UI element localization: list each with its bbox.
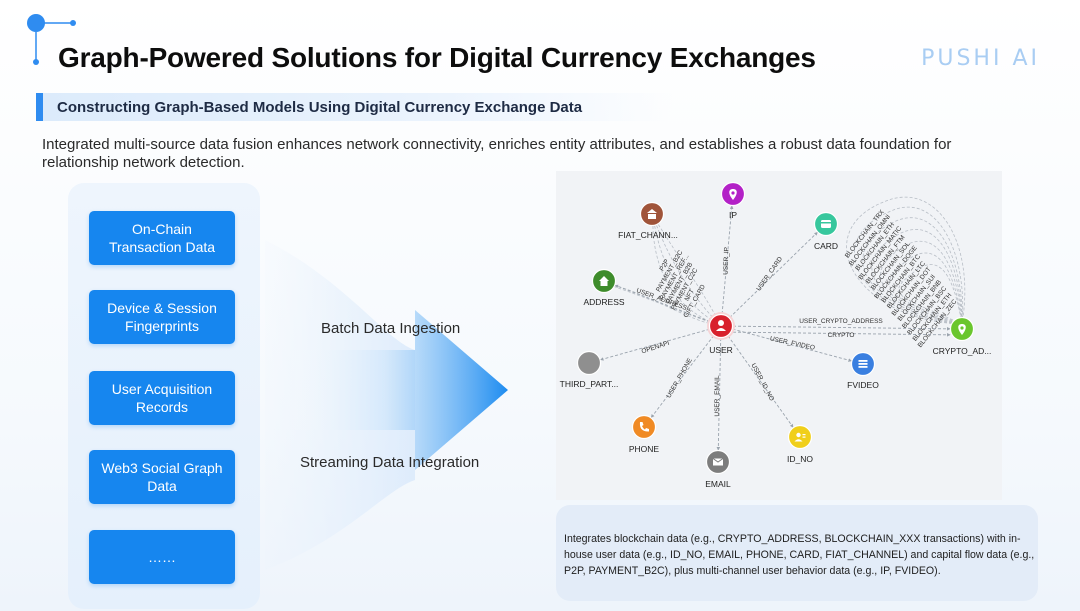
edge-label: USER_ID_NO (749, 362, 775, 402)
graph-nodes: USER IP FIAT_CHANN... CARD ADDRESS CRYPTO_AD.… (560, 181, 992, 490)
source-more: …… (89, 530, 235, 584)
graph-edge (650, 335, 715, 418)
edge-label: USER_IP (723, 247, 731, 275)
graph-edge (732, 325, 951, 331)
node-label: FVIDEO (847, 380, 879, 390)
source-label: Device & Session Fingerprints (107, 300, 217, 334)
graph-node-crypto[interactable]: CRYPTO_AD... (933, 316, 992, 357)
home-icon (599, 276, 609, 286)
graph-edge (721, 205, 734, 315)
graph-node-fiat[interactable]: FIAT_CHANN... (618, 201, 678, 241)
source-onchain-transactions: On-Chain Transaction Data (89, 211, 235, 265)
blockchain-edge-labels: BLOCKCHAIN_TRXBLOCKCHAIN_OMNIBLOCKCHAIN_… (844, 208, 959, 349)
graph-edge (599, 328, 710, 361)
node-label: CARD (814, 241, 838, 251)
graph-node-address[interactable]: ADDRESS (583, 268, 625, 308)
node-label: THIRD_PART... (560, 379, 619, 389)
callout-box: Integrates blockchain data (e.g., CRYPTO… (556, 505, 1038, 601)
logo-decoration-icon (27, 14, 76, 65)
bank-icon (647, 209, 657, 219)
brand-logo: PUSHI AI (921, 46, 1040, 71)
edge-label: USER_CRYPTO_ADDRESS (799, 318, 883, 325)
graph-node-ip[interactable]: IP (720, 181, 746, 221)
node-label: USER (709, 345, 733, 355)
list-icon (858, 360, 868, 368)
node-label: CRYPTO_AD... (933, 346, 992, 356)
graph-node-fvideo[interactable]: FVIDEO (847, 351, 879, 391)
node-circle (631, 414, 657, 440)
source-label: User Acquisition Records (111, 381, 213, 415)
graph-edge (716, 337, 722, 451)
crypto-pin-icon (958, 324, 966, 335)
location-pin-icon (729, 189, 737, 200)
source-label: …… (148, 549, 176, 565)
edge-label: USER_CARD (755, 255, 784, 292)
edge-label: USER_FVIDEO (769, 335, 815, 351)
page-title: Graph-Powered Solutions for Digital Curr… (58, 42, 816, 73)
description-text: Integrated multi-source data fusion enha… (42, 136, 952, 171)
edge-label: OPENAPI (641, 340, 671, 356)
edge-label: USER_EMAIL (714, 375, 721, 417)
graph-edge (614, 284, 710, 323)
graph-edge (732, 328, 852, 362)
source-web3-social-graph: Web3 Social Graph Data (89, 450, 235, 504)
batch-ingestion-label: Batch Data Ingestion (321, 320, 461, 337)
streaming-integration-label: Streaming Data Integration (300, 454, 480, 471)
graph-node-phone[interactable]: PHONE (629, 414, 660, 455)
graph-node-email[interactable]: EMAIL (705, 449, 731, 490)
node-label: EMAIL (705, 479, 731, 489)
flow-arrow-icon (265, 240, 508, 570)
graph-node-card[interactable]: CARD (813, 211, 839, 252)
node-label: IP (729, 210, 737, 220)
graph-edge (729, 231, 818, 318)
blockchain-loop-bundle (846, 196, 966, 325)
graph-edge (727, 335, 794, 428)
node-circle (787, 424, 813, 450)
edge-label: CRYPTO (828, 332, 855, 339)
node-circle (576, 350, 602, 376)
edge-label: USER_PHONE (665, 357, 694, 400)
node-label: FIAT_CHANN... (618, 230, 678, 240)
section-title: Constructing Graph-Based Models Using Di… (57, 99, 583, 116)
node-label: PHONE (629, 444, 660, 454)
source-user-acquisition: User Acquisition Records (89, 371, 235, 425)
graph-node-user[interactable]: USER (707, 312, 735, 355)
graph-node-third[interactable]: THIRD_PART... (560, 350, 619, 390)
phone-icon (639, 422, 649, 432)
graph-edge (732, 331, 951, 337)
node-label: ID_NO (787, 454, 813, 464)
source-label: On-Chain Transaction Data (108, 221, 216, 255)
email-icon (712, 458, 724, 466)
node-label: ADDRESS (583, 297, 624, 307)
graph-canvas: BLOCKCHAIN_TRXBLOCKCHAIN_OMNIBLOCKCHAIN_… (560, 181, 992, 490)
data-sources-panel: On-Chain Transaction Data Device & Sessi… (68, 183, 260, 609)
callout-text: Integrates blockchain data (e.g., CRYPTO… (564, 533, 1035, 577)
section-header: Constructing Graph-Based Models Using Di… (36, 93, 673, 121)
user-icon (716, 320, 726, 331)
id-icon (794, 432, 806, 442)
source-label: Web3 Social Graph Data (101, 460, 223, 494)
source-device-fingerprints: Device & Session Fingerprints (89, 290, 235, 344)
card-icon (821, 220, 831, 228)
graph-node-idno[interactable]: ID_NO (787, 424, 813, 465)
